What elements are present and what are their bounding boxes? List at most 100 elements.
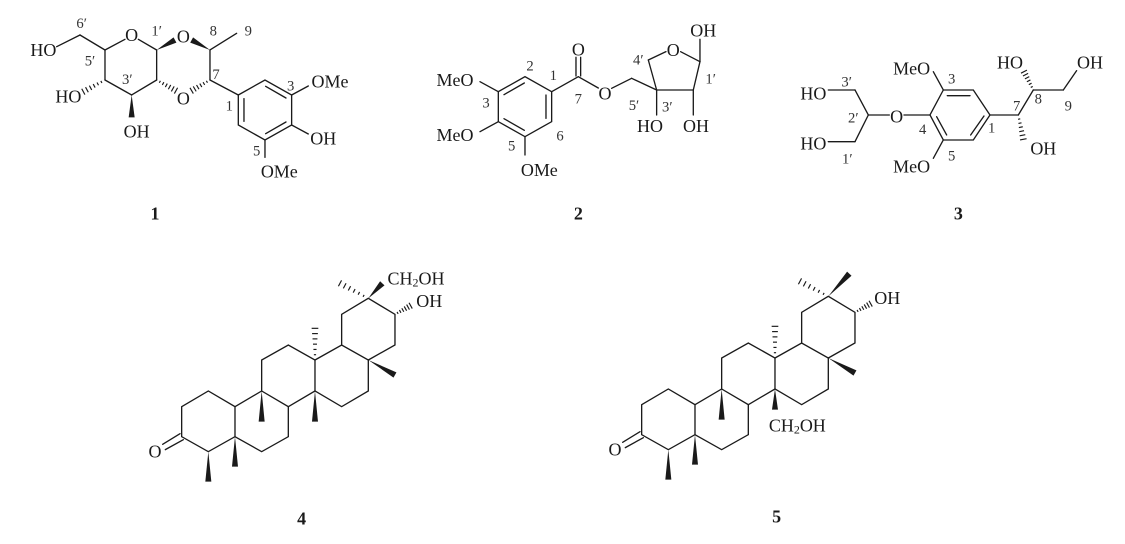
locant: 1	[988, 120, 995, 136]
atom-label: OH	[683, 116, 709, 136]
locant: 1	[550, 68, 557, 84]
atom-label: OH	[690, 21, 716, 41]
hash-stroke	[196, 84, 200, 90]
hash-stroke	[100, 80, 103, 84]
atom-label: O	[572, 39, 585, 59]
hashed-bond	[337, 280, 365, 298]
locant: 5	[508, 139, 515, 155]
hash-stroke	[352, 288, 356, 293]
wedge-bond	[828, 357, 857, 376]
hash-stroke	[347, 285, 352, 291]
atom-label: HO	[997, 53, 1023, 73]
hash-stroke	[342, 283, 347, 289]
atom-label: HO	[637, 116, 663, 136]
hash-stroke	[797, 278, 803, 285]
atom-label: OMe	[311, 72, 348, 92]
locant: 1	[226, 99, 233, 115]
atom-label: O	[598, 83, 611, 103]
hash-stroke	[1019, 138, 1027, 141]
atom-label: HO	[800, 83, 826, 103]
hashed-bond	[311, 327, 319, 356]
atom-label: OH	[1030, 138, 1056, 158]
atom-label: OH	[416, 291, 442, 311]
hash-stroke	[1028, 82, 1032, 86]
hash-stroke	[170, 86, 175, 92]
hash-stroke	[807, 283, 812, 289]
atom-label: MeO	[437, 125, 474, 145]
hash-stroke	[85, 86, 89, 93]
compound-3: HO O HO MeO MeO OH HO OH 3′ 2′ 1′ 3 4 5 …	[800, 53, 1103, 224]
hash-stroke	[1030, 85, 1034, 88]
bonds	[161, 297, 396, 453]
hash-stroke	[362, 294, 365, 298]
hydroxymethyl-label: CH2OH	[769, 416, 826, 437]
compound-1: HO O O HO OH O OMe OH OMe 6′ 5′ 3′ 1′ 8 …	[30, 16, 348, 223]
atom-label: O	[667, 40, 680, 60]
hash-stroke	[202, 81, 206, 86]
locant: 1′	[842, 151, 853, 167]
hash-stroke	[1018, 122, 1022, 124]
hash-stroke	[96, 82, 100, 86]
compound-number: 4	[297, 508, 306, 528]
atom-label: O	[148, 442, 161, 462]
hashed-bond	[81, 80, 103, 95]
atom-label: MeO	[893, 58, 930, 78]
hashed-bond	[158, 80, 179, 94]
hash-stroke	[396, 311, 399, 315]
atom-label: OMe	[521, 160, 558, 180]
hash-stroke	[1024, 76, 1030, 80]
hashed-bond	[396, 302, 413, 315]
hash-stroke	[398, 309, 402, 314]
wedge-bond	[231, 436, 238, 467]
hash-stroke	[205, 80, 208, 84]
hash-stroke	[337, 280, 343, 287]
locant: 7	[1013, 99, 1020, 115]
locant: 8	[1035, 91, 1042, 107]
wedge-bond	[718, 388, 725, 420]
locant: 8	[210, 24, 217, 40]
compound-number: 3	[954, 203, 963, 223]
locant: 5′	[85, 54, 96, 70]
locant: 1′	[705, 71, 716, 87]
wedge-bond	[128, 94, 135, 118]
hashed-bond	[1017, 118, 1027, 141]
hash-stroke	[1019, 134, 1026, 137]
hash-stroke	[802, 281, 807, 287]
hash-stroke	[863, 304, 868, 309]
hash-stroke	[173, 87, 179, 94]
wedge-bond	[771, 388, 778, 410]
atom-label: HO	[800, 133, 826, 153]
locant: 4	[919, 122, 927, 138]
atom-label: OH	[1077, 53, 1103, 73]
bonds	[55, 32, 309, 158]
atom-label: MeO	[893, 157, 930, 177]
locant: 1′	[151, 24, 162, 40]
atom-label: OH	[124, 122, 150, 142]
wedge-bond	[665, 449, 672, 480]
atom-label: O	[608, 440, 621, 460]
compound-number: 5	[772, 506, 781, 526]
hash-stroke	[92, 83, 96, 88]
locant: 7	[575, 91, 582, 107]
locant: 5′	[629, 98, 640, 114]
bonds	[479, 38, 701, 156]
hash-stroke	[1019, 130, 1025, 133]
locant: 3′	[662, 99, 673, 115]
wedge-bond	[368, 281, 385, 299]
wedge-bond	[691, 434, 698, 465]
hash-stroke	[164, 83, 168, 88]
hash-stroke	[403, 306, 408, 311]
hashed-bond	[189, 80, 208, 94]
wedge-bond	[205, 451, 212, 482]
hash-stroke	[189, 87, 194, 94]
locant: 6′	[76, 16, 87, 32]
atom-label: O	[890, 107, 903, 127]
locant: 3	[482, 95, 489, 111]
atom-label: OH	[874, 288, 900, 308]
locant: 3′	[122, 72, 133, 88]
locant: 9	[1065, 99, 1072, 115]
hash-stroke	[167, 84, 172, 90]
compound-2: MeO MeO OMe O O O OH OH HO 2 1 7 6 3 5 4…	[437, 21, 717, 224]
hashed-bond	[1020, 69, 1034, 88]
